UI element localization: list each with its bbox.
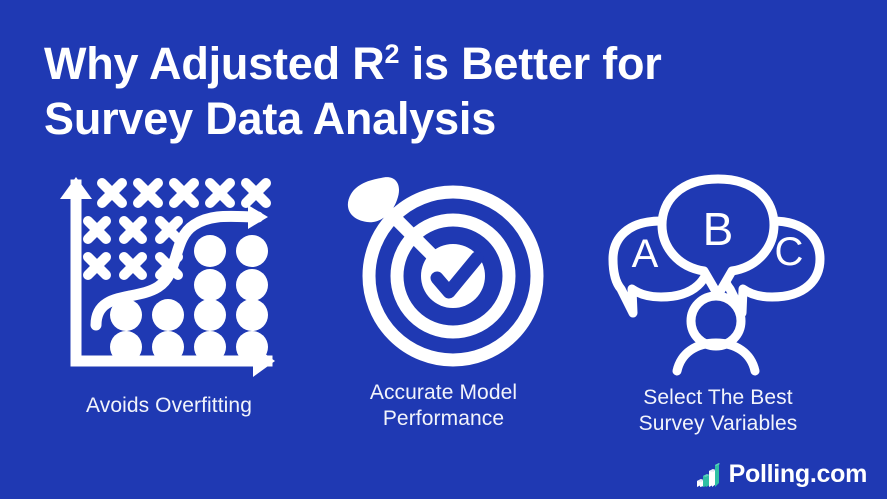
caption-line-2: Survey Variables: [638, 412, 798, 435]
caption-select-the-best-survey-variables: Select The Best Survey Variables: [639, 385, 798, 437]
page-title-line-2: Survey Data Analysis: [44, 93, 497, 144]
caption-accurate-model-performance: Accurate Model Performance: [370, 380, 517, 432]
scatter-plot-icon: [59, 172, 279, 377]
bubble-label-a: A: [631, 232, 658, 276]
bubble-label-b: B: [702, 203, 733, 255]
feature-columns: Avoids Overfitting: [0, 172, 887, 447]
brand-logo-text: Polling.com: [728, 459, 868, 488]
caption-line-1: Accurate Model: [369, 381, 518, 404]
feature-column-avoids-overfitting: Avoids Overfitting: [38, 172, 300, 419]
caption-line-1: Select The Best: [643, 386, 793, 409]
r-squared-superscript: 2: [384, 39, 400, 69]
bar-chart-logo-mark: [696, 463, 720, 487]
speech-bubbles-person-icon: A B C: [608, 172, 828, 377]
feature-column-select-the-best-survey-variables: A B C Select The Best Survey Variables: [587, 172, 849, 437]
page-title-line-1-tail: is Better for: [399, 38, 662, 89]
feature-column-accurate-model-performance: Accurate Model Performance: [313, 172, 575, 432]
caption-line-2: Performance: [382, 407, 505, 430]
page-title-line-1-text: Why Adjusted R: [44, 38, 385, 89]
bubble-label-c: C: [774, 230, 803, 274]
page-title: Why Adjusted R2 is Better for Survey Dat…: [44, 36, 784, 146]
target-dart-icon: [334, 172, 554, 372]
caption-line-1: Avoids Overfitting: [86, 394, 252, 417]
brand-logo[interactable]: Polling.com: [695, 461, 867, 487]
caption-avoids-overfitting: Avoids Overfitting: [86, 393, 252, 419]
page-title-line-1: Why Adjusted R2 is Better for: [44, 36, 784, 91]
